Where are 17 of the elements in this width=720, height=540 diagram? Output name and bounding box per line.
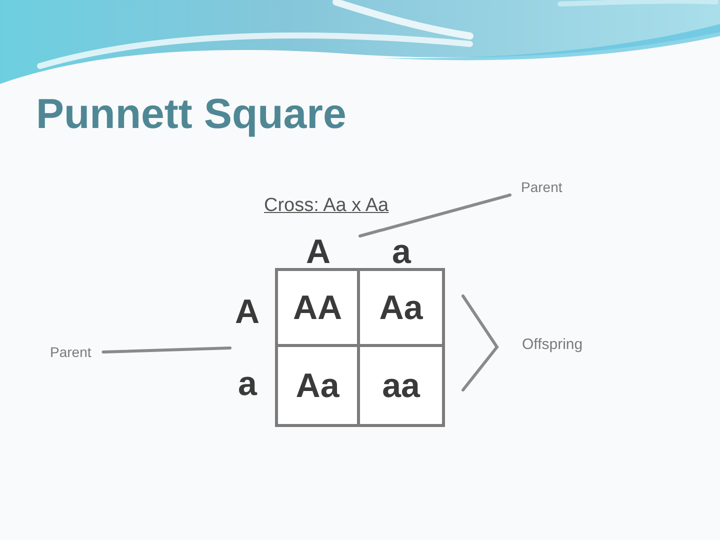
allele-label: a [238, 364, 257, 404]
genotype-label: AA [292, 290, 342, 324]
genotype-label: aa [382, 368, 420, 402]
leader-line [102, 346, 232, 354]
allele-label: A [235, 292, 260, 332]
offspring-label: Offspring [522, 336, 583, 354]
parent-label: Parent [50, 342, 104, 362]
parent-label: Parent [510, 177, 562, 197]
punnett-cell [278, 271, 360, 347]
cross-label: Cross: Aa x Aa [264, 195, 389, 217]
punnett-square-grid [275, 268, 445, 427]
leader-line [358, 194, 512, 238]
slide-title: Punnett Square [36, 90, 346, 138]
allele-label: a [392, 236, 411, 268]
genotype-label: Aa [379, 290, 423, 324]
genotype-label: Aa [296, 368, 340, 402]
allele-label: A [306, 236, 331, 268]
